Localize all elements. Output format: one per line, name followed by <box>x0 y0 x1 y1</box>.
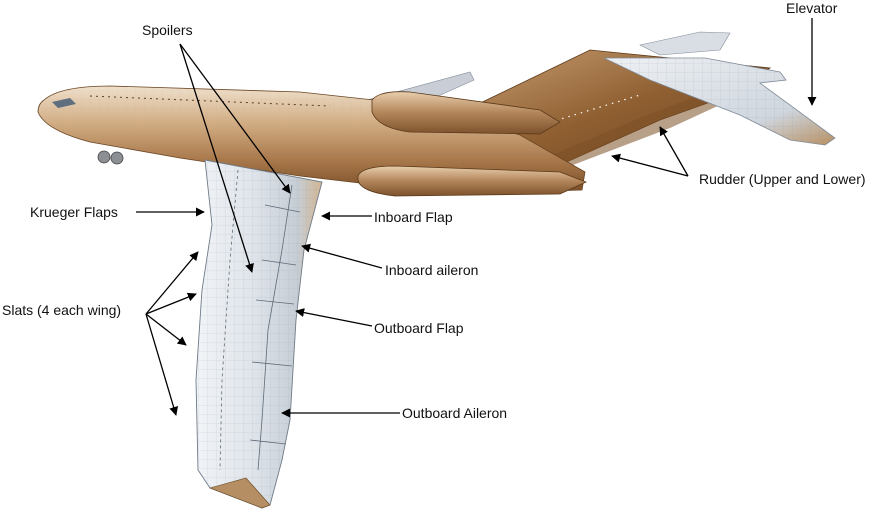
rudder-label: Rudder (Upper and Lower) <box>699 171 866 187</box>
stabilizer-far <box>639 31 731 56</box>
tail-dots <box>474 94 641 146</box>
spoilers-leader-a <box>179 43 291 194</box>
leader-lines <box>136 18 817 418</box>
elevator-label: Elevator <box>786 0 838 16</box>
engine-lower <box>357 165 588 197</box>
spoilers-leader-b <box>179 43 254 273</box>
spoilers-label: Spoilers <box>142 22 193 38</box>
nose-gear <box>97 150 124 165</box>
rudder-leader-a <box>611 153 689 177</box>
inboard-flap-label: Inboard Flap <box>374 209 453 225</box>
slats-leader-c <box>145 313 187 346</box>
cockpit-windows <box>52 98 76 108</box>
outboard-flap-label: Outboard Flap <box>374 320 464 336</box>
slats-leader-a <box>145 251 199 315</box>
inboard-aileron-leader <box>301 243 383 269</box>
krueger-flaps-label: Krueger Flaps <box>30 204 118 220</box>
rudder-surface <box>540 95 735 168</box>
outboard-flap-leader <box>295 308 373 327</box>
outboard-aileron-label: Outboard Aileron <box>402 405 508 421</box>
window-line <box>89 95 331 107</box>
slats-leader-b <box>145 292 197 315</box>
wingtip <box>209 477 271 509</box>
engine-upper <box>371 91 561 135</box>
rudder-leader-b <box>659 126 689 177</box>
wing-panel-lines <box>219 169 301 471</box>
slats-leader-d <box>145 313 179 416</box>
inboard-aileron-label: Inboard aileron <box>385 262 479 278</box>
slats-label: Slats (4 each wing) <box>2 302 122 318</box>
